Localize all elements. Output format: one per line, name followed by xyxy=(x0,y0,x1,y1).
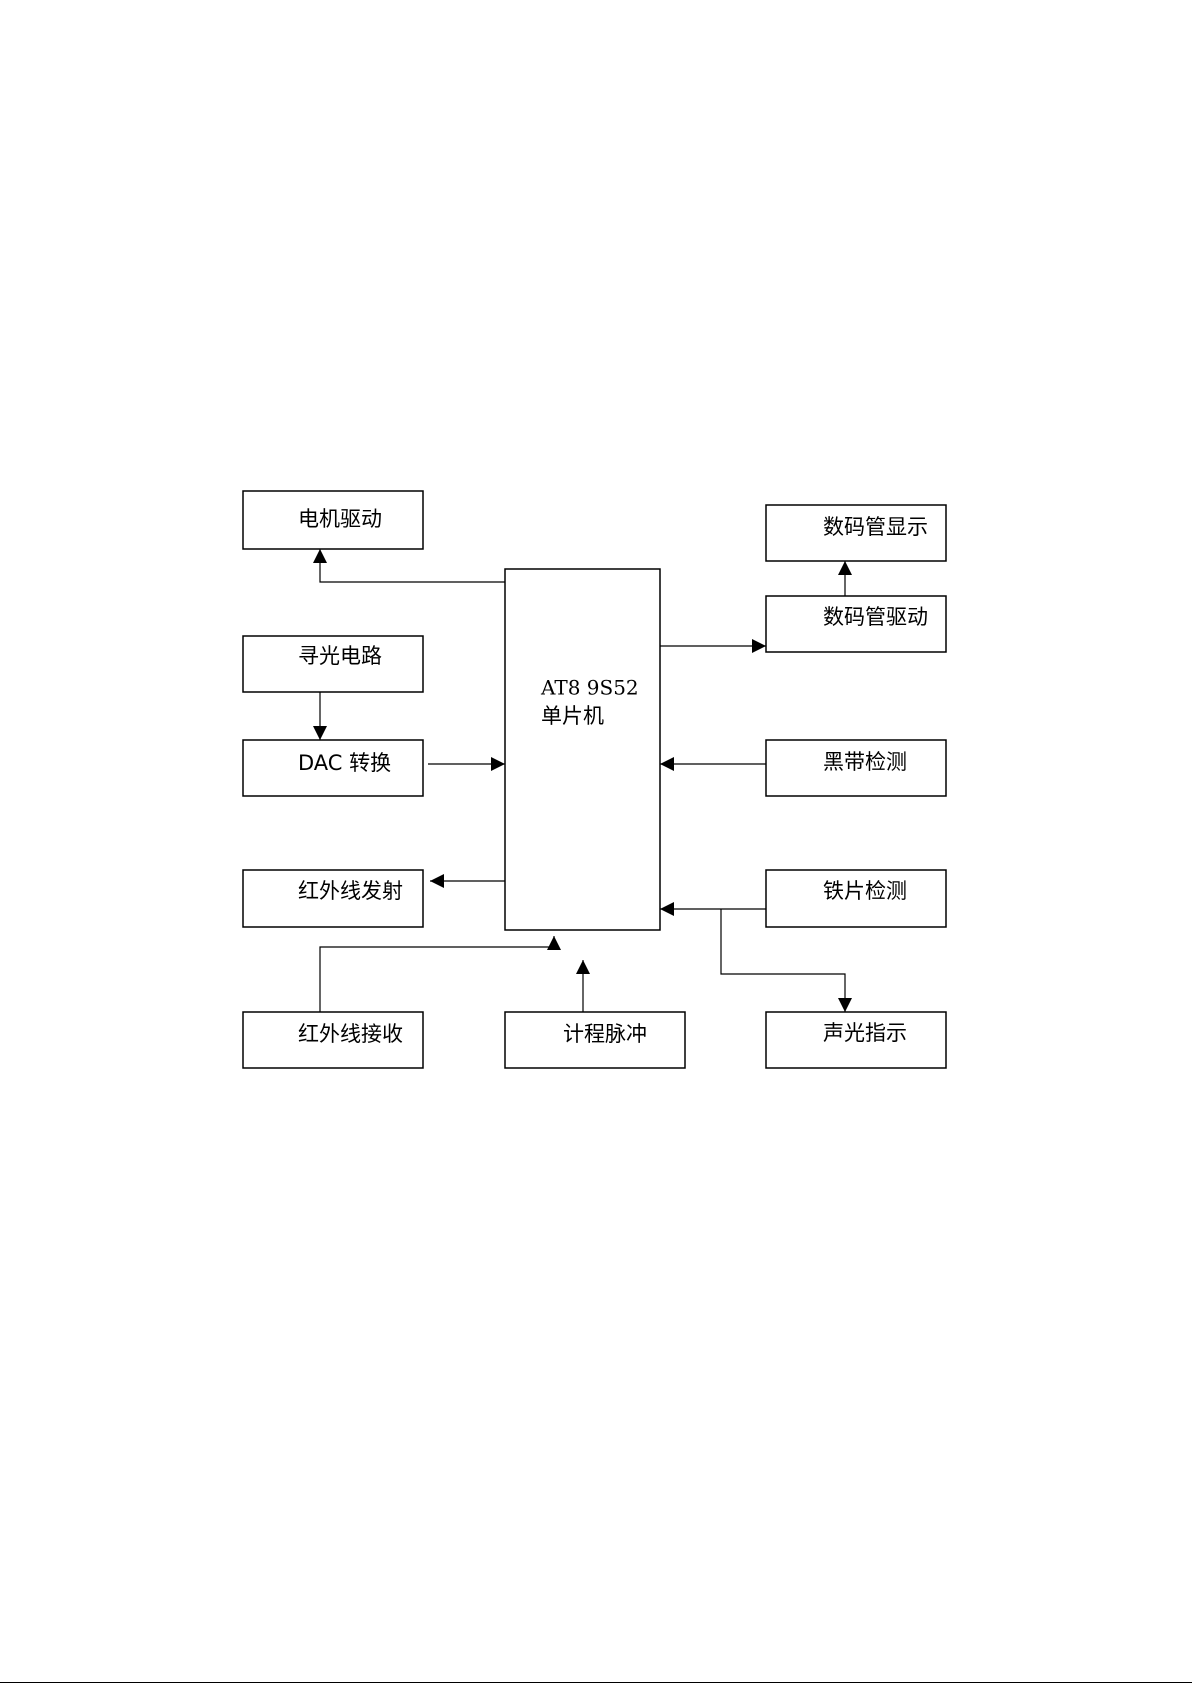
ir-receive-label: 红外线接收 xyxy=(298,1022,403,1046)
seg-display-label: 数码管显示 xyxy=(823,515,928,539)
pulse-count-label: 计程脉冲 xyxy=(563,1022,647,1046)
mcu-name-label: 单片机 xyxy=(541,704,604,728)
seg-driver-block: 数码管驱动 xyxy=(766,596,946,652)
dac-convert-label: DAC 转换 xyxy=(298,751,391,775)
mcu-block: AT8 9S52 单片机 xyxy=(505,569,660,930)
footer-rule xyxy=(0,1682,1192,1683)
black-band-block: 黑带检测 xyxy=(766,740,946,796)
ir-transmit-block: 红外线发射 xyxy=(243,870,423,927)
sound-light-label: 声光指示 xyxy=(823,1021,907,1045)
motor-drive-block: 电机驱动 xyxy=(243,491,423,549)
arrow-ir-receive-to-mcu xyxy=(320,936,554,1012)
seg-driver-label: 数码管驱动 xyxy=(823,605,928,629)
dac-convert-block: DAC 转换 xyxy=(243,740,423,796)
black-band-label: 黑带检测 xyxy=(823,750,907,774)
iron-detect-block: 铁片检测 xyxy=(766,870,946,927)
light-seek-label: 寻光电路 xyxy=(298,644,382,668)
sound-light-block: 声光指示 xyxy=(766,1012,946,1068)
ir-receive-block: 红外线接收 xyxy=(243,1012,423,1068)
seg-display-block: 数码管显示 xyxy=(766,505,946,561)
iron-detect-label: 铁片检测 xyxy=(823,879,907,903)
mcu-model-label: AT8 9S52 xyxy=(540,676,639,700)
ir-transmit-label: 红外线发射 xyxy=(298,879,403,903)
light-seek-block: 寻光电路 xyxy=(243,636,423,692)
pulse-count-block: 计程脉冲 xyxy=(505,1012,685,1068)
motor-drive-label: 电机驱动 xyxy=(298,507,382,531)
arrow-mcu-to-motor xyxy=(320,549,505,582)
